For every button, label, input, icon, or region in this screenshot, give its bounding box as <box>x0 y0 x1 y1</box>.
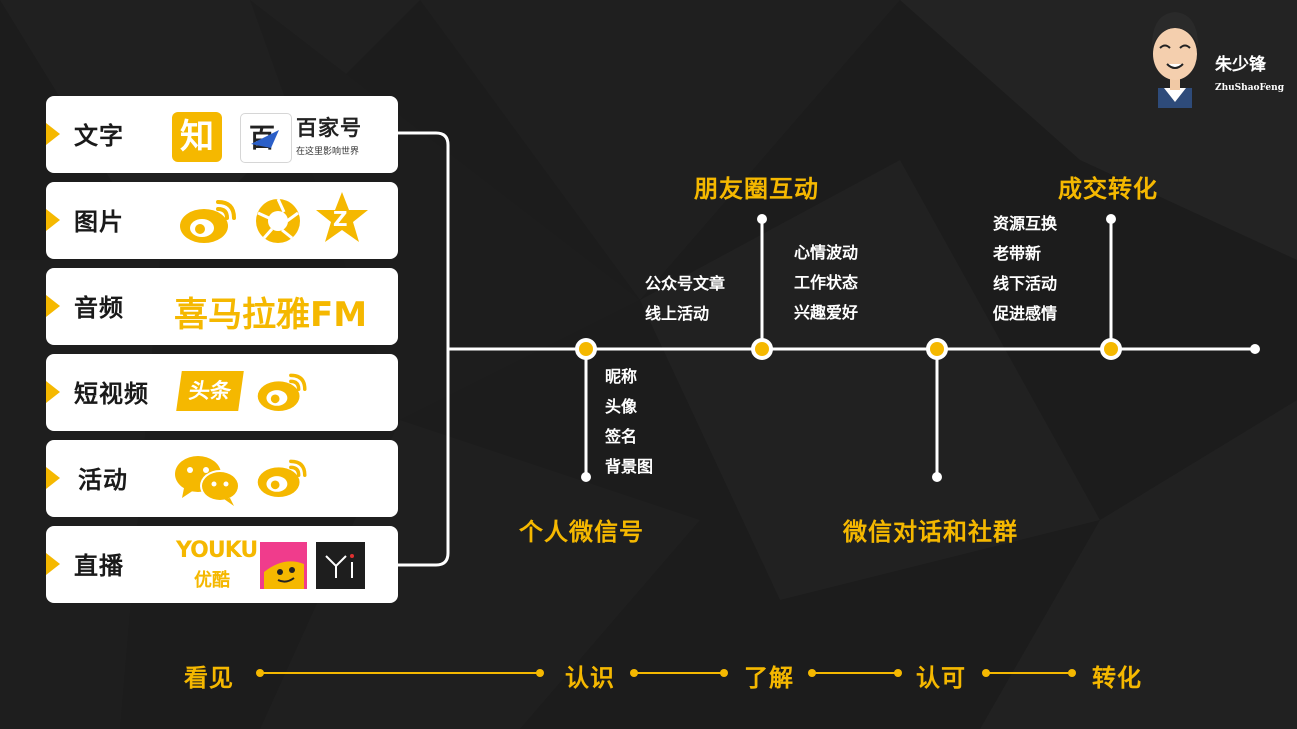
timeline-node-1 <box>575 338 597 360</box>
list-item: 线下活动 <box>993 274 1058 293</box>
baijiahao-title: 百家号 <box>296 116 362 140</box>
weibo-icon <box>257 373 307 412</box>
process-step-see: 看见 <box>184 664 234 692</box>
node-3-title: 微信对话和社群 <box>843 518 1018 546</box>
channel-card-text: 文字 知 百 百家号 在这里影响世界 <box>46 96 398 173</box>
author-avatar <box>1152 12 1198 108</box>
weibo-icon <box>180 200 236 243</box>
list-item: 签名 <box>605 427 638 446</box>
channel-card-image: 图片 Z <box>46 182 398 259</box>
list-item: 昵称 <box>605 367 638 386</box>
baijiahao-logo-icon: 百 <box>240 113 292 163</box>
list-item: 背景图 <box>605 457 654 476</box>
channel-label: 活动 <box>78 466 128 494</box>
list-item: 心情波动 <box>794 243 859 262</box>
channel-card-short-video: 短视频 头条 <box>46 354 398 431</box>
timeline-node-3 <box>926 338 948 360</box>
weibo-icon <box>257 459 307 498</box>
youku-logo-icon: YOUKU <box>176 538 258 563</box>
list-item: 兴趣爱好 <box>794 303 859 322</box>
node-4-items: 资源互换 老带新 线下活动 促进感情 <box>993 209 1057 329</box>
camera-shutter-icon <box>256 198 300 243</box>
list-item: 线上活动 <box>645 304 710 323</box>
ximalaya-fm-logo-icon: 喜马拉雅FM <box>174 295 368 335</box>
svg-text:Z: Z <box>333 207 348 231</box>
channel-card-audio: 音频 喜马拉雅FM <box>46 268 398 345</box>
node-2-items-right: 心情波动 工作状态 兴趣爱好 <box>794 238 858 328</box>
toutiao-logo-icon: 头条 <box>176 371 244 411</box>
list-item: 促进感情 <box>993 304 1058 323</box>
process-step-know: 认识 <box>565 664 615 692</box>
process-step-convert: 转化 <box>1092 664 1142 692</box>
channel-label: 短视频 <box>74 380 149 408</box>
card-arrow-icon <box>46 381 60 403</box>
card-arrow-icon <box>46 295 60 317</box>
card-arrow-icon <box>46 553 60 575</box>
card-arrow-icon <box>46 123 60 145</box>
channel-label: 直播 <box>74 552 124 580</box>
author-latin-name: ZhuShaoFeng <box>1215 83 1284 93</box>
channel-label: 音频 <box>74 294 124 322</box>
youku-cn-text: 优酷 <box>194 570 230 591</box>
list-item: 工作状态 <box>794 273 859 292</box>
yi-app-icon <box>316 542 365 589</box>
baijiahao-subtitle: 在这里影响世界 <box>296 147 360 157</box>
channel-card-live: 直播 YOUKU 优酷 <box>46 526 398 603</box>
channel-label: 图片 <box>74 208 124 236</box>
node-1-items: 昵称 头像 签名 背景图 <box>605 362 653 482</box>
card-arrow-icon <box>46 467 60 489</box>
process-step-understand: 了解 <box>744 664 794 692</box>
wechat-icon <box>175 456 240 506</box>
qzone-star-icon: Z <box>316 192 368 242</box>
list-item: 资源互换 <box>993 214 1058 233</box>
timeline-node-2 <box>751 338 773 360</box>
channel-card-event: 活动 <box>46 440 398 517</box>
process-step-approve: 认可 <box>916 664 966 692</box>
zhihu-logo-icon: 知 <box>172 112 222 162</box>
node-1-title: 个人微信号 <box>519 518 644 546</box>
card-arrow-icon <box>46 209 60 231</box>
face-app-icon <box>260 542 307 589</box>
channel-label: 文字 <box>74 122 124 150</box>
list-item: 公众号文章 <box>645 274 726 293</box>
node-4-title: 成交转化 <box>1058 175 1158 203</box>
timeline-node-4 <box>1100 338 1122 360</box>
list-item: 头像 <box>605 397 638 416</box>
node-2-items-left: 公众号文章 线上活动 <box>645 269 725 329</box>
author-name: 朱少锋 <box>1215 55 1266 75</box>
list-item: 老带新 <box>993 244 1042 263</box>
node-2-title: 朋友圈互动 <box>694 175 819 203</box>
